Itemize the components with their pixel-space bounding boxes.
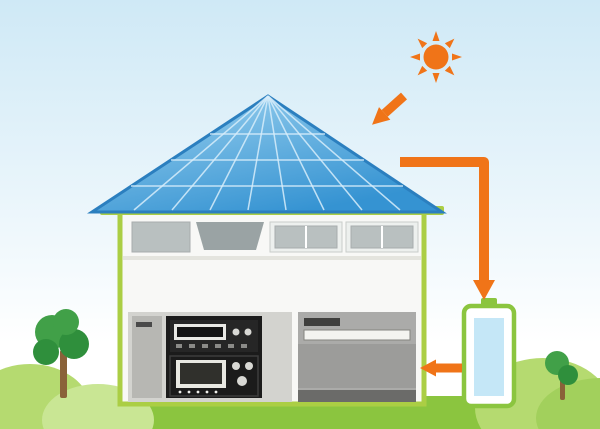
oven-knob: [232, 362, 240, 370]
stove-buttons: [176, 344, 247, 348]
tree-left: [33, 309, 89, 398]
window-right: [345, 221, 419, 253]
oven-unit: [128, 312, 292, 402]
battery: [461, 298, 517, 409]
stove-control-panel: [170, 320, 258, 352]
arrow-battery-to-appliances: [420, 359, 462, 377]
oven-dial: [237, 376, 247, 386]
sun-rays: [410, 31, 462, 83]
arrow-sun-to-roof: [372, 92, 408, 125]
range-hood: [196, 222, 264, 250]
solar-panel-grid: [131, 95, 403, 211]
stove-knob: [232, 328, 240, 336]
oven-door: [169, 355, 259, 397]
arrow-roof-to-battery: [400, 157, 495, 300]
dishwasher-controls: [304, 318, 340, 326]
cabinet-panel: [132, 316, 162, 398]
house: [86, 94, 447, 407]
second-floor-windows: [131, 221, 419, 253]
dishwasher-handle: [303, 329, 411, 341]
oven-dots: [178, 390, 218, 394]
solar-panel-roof: [86, 94, 447, 215]
energy-flow-arrows: [372, 92, 495, 377]
roof-panel-face: [86, 94, 447, 214]
kitchen-appliances: [128, 312, 416, 402]
stove-knob: [244, 328, 252, 336]
floor-divider: [123, 256, 421, 260]
battery-charge-level: [474, 318, 504, 396]
window-middle: [269, 221, 343, 253]
oven-knob: [245, 362, 253, 370]
tree-right: [545, 351, 578, 400]
tree-trunk: [60, 350, 67, 398]
dishwasher: [298, 312, 416, 402]
sun-icon: [410, 31, 462, 83]
sun-core: [423, 44, 449, 70]
cabinet-handle: [136, 322, 152, 327]
window-left: [131, 221, 191, 253]
